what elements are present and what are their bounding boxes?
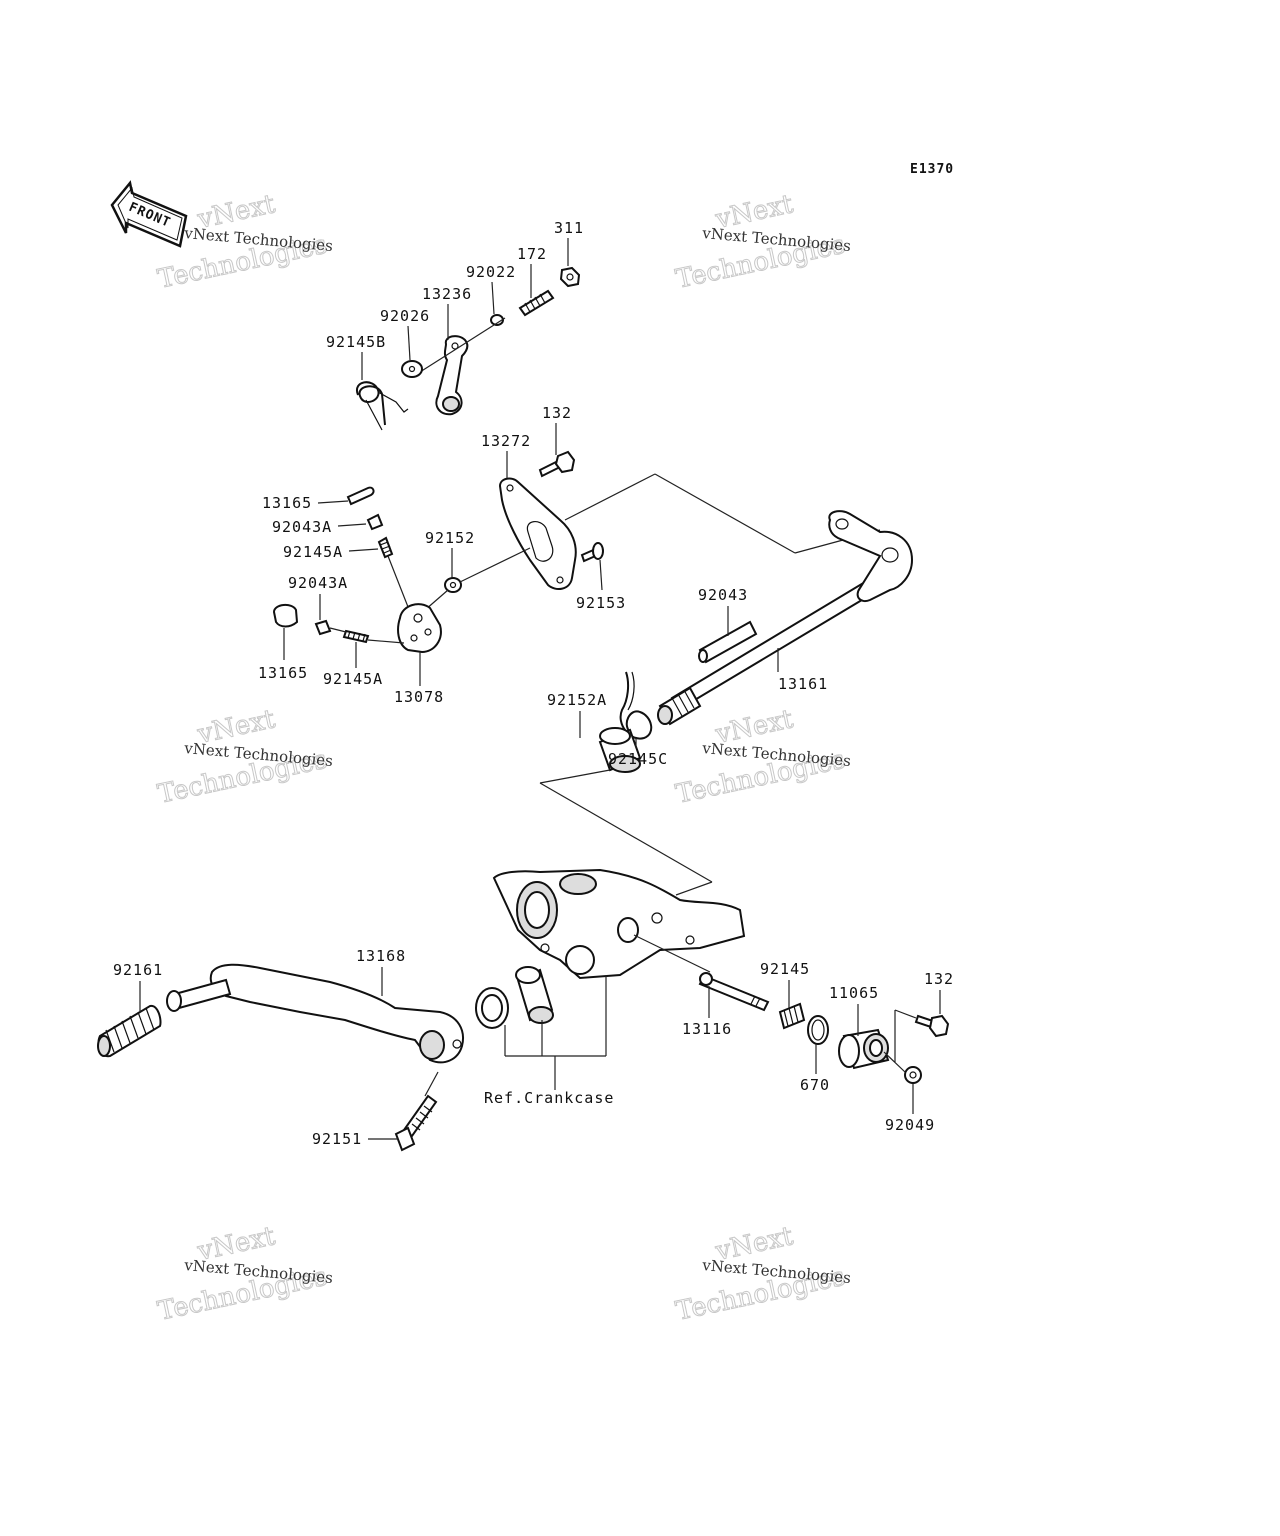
label-13161: 13161 [778, 675, 828, 693]
label-92043: 92043 [698, 586, 748, 604]
collar-11065 [838, 1028, 890, 1070]
front-arrow-icon: FRONT [110, 180, 188, 248]
label-92026: 92026 [380, 307, 430, 325]
label-670: 670 [800, 1076, 830, 1094]
ref-crankcase-label: Ref.Crankcase [484, 1089, 614, 1107]
label-13116: 13116 [682, 1020, 732, 1038]
washer-92022 [490, 314, 504, 326]
spring-92145C [619, 671, 653, 740]
pin-13165-top [346, 486, 375, 506]
spring-92145 [778, 1002, 806, 1030]
seal-left [475, 987, 509, 1029]
label-92151: 92151 [312, 1130, 362, 1148]
spring-92145A-top [377, 536, 394, 559]
pin-92043A-mid [314, 619, 332, 636]
label-92145C: 92145C [608, 750, 668, 768]
label-92043A-top: 92043A [272, 518, 332, 536]
label-92049: 92049 [885, 1116, 935, 1134]
ring-670 [807, 1015, 829, 1045]
label-92145A-top: 92145A [283, 543, 343, 561]
label-92145: 92145 [760, 960, 810, 978]
label-311: 311 [554, 219, 584, 237]
label-13168: 13168 [356, 947, 406, 965]
label-92153: 92153 [576, 594, 626, 612]
label-92043A-mid: 92043A [288, 574, 348, 592]
needle-bearing [515, 966, 554, 1024]
plate-13272 [498, 477, 577, 591]
shaft-13161 [657, 510, 914, 726]
spring-172 [518, 289, 555, 317]
shaft-13116 [698, 972, 770, 1012]
label-11065: 11065 [829, 984, 879, 1002]
bolt-132-bottom [914, 1014, 950, 1038]
ref-bracket [504, 975, 607, 1090]
pin-92043 [698, 620, 758, 664]
label-92152: 92152 [425, 529, 475, 547]
label-13165-bottom: 13165 [258, 664, 308, 682]
label-13165-top: 13165 [262, 494, 312, 512]
label-92145B: 92145B [326, 333, 386, 351]
watermark-bottom-left: vNext Technologies vNext Technologies [155, 1221, 334, 1328]
pedal-13168 [166, 963, 464, 1064]
bolt-92151 [394, 1094, 438, 1152]
label-92022: 92022 [466, 263, 516, 281]
washer-92026 [401, 360, 423, 378]
labels: 311 172 92022 13236 92026 92145B 132 132… [113, 219, 954, 1148]
crankcase-ref [492, 868, 746, 980]
label-13236: 13236 [422, 285, 472, 303]
label-13272: 13272 [481, 432, 531, 450]
watermark-top-right: vNext Technologies vNext Technologies [673, 189, 852, 296]
watermark-top-left: vNext Technologies vNext Technologies [155, 189, 334, 296]
label-92145A-bottom: 92145A [323, 670, 383, 688]
washer-92152 [444, 577, 462, 593]
label-132-top: 132 [542, 404, 572, 422]
pin-13165-bottom [272, 604, 299, 628]
holder-13078 [397, 603, 442, 654]
label-13078: 13078 [394, 688, 444, 706]
label-132-bottom: 132 [924, 970, 954, 988]
watermark-bottom-right: vNext Technologies vNext Technologies [673, 1221, 852, 1328]
spring-92145A-bottom [342, 629, 370, 644]
pin-92043A-top [366, 513, 384, 531]
spring-92145B [355, 381, 409, 431]
label-172: 172 [517, 245, 547, 263]
bushing-92152A [598, 727, 642, 773]
arm-13236 [435, 335, 469, 416]
label-92161: 92161 [113, 961, 163, 979]
bolt-92153 [580, 542, 604, 563]
bolt-132-top [538, 450, 576, 478]
label-92152A: 92152A [547, 691, 607, 709]
watermark-mid-right: vNext Technologies vNext Technologies [673, 704, 852, 811]
nut-311 [559, 266, 581, 288]
watermark-mid-left: vNext Technologies vNext Technologies [155, 704, 334, 811]
washer-92049 [904, 1066, 922, 1084]
rubber-92161 [97, 1004, 162, 1058]
diagram-code: E1370 [910, 162, 954, 177]
